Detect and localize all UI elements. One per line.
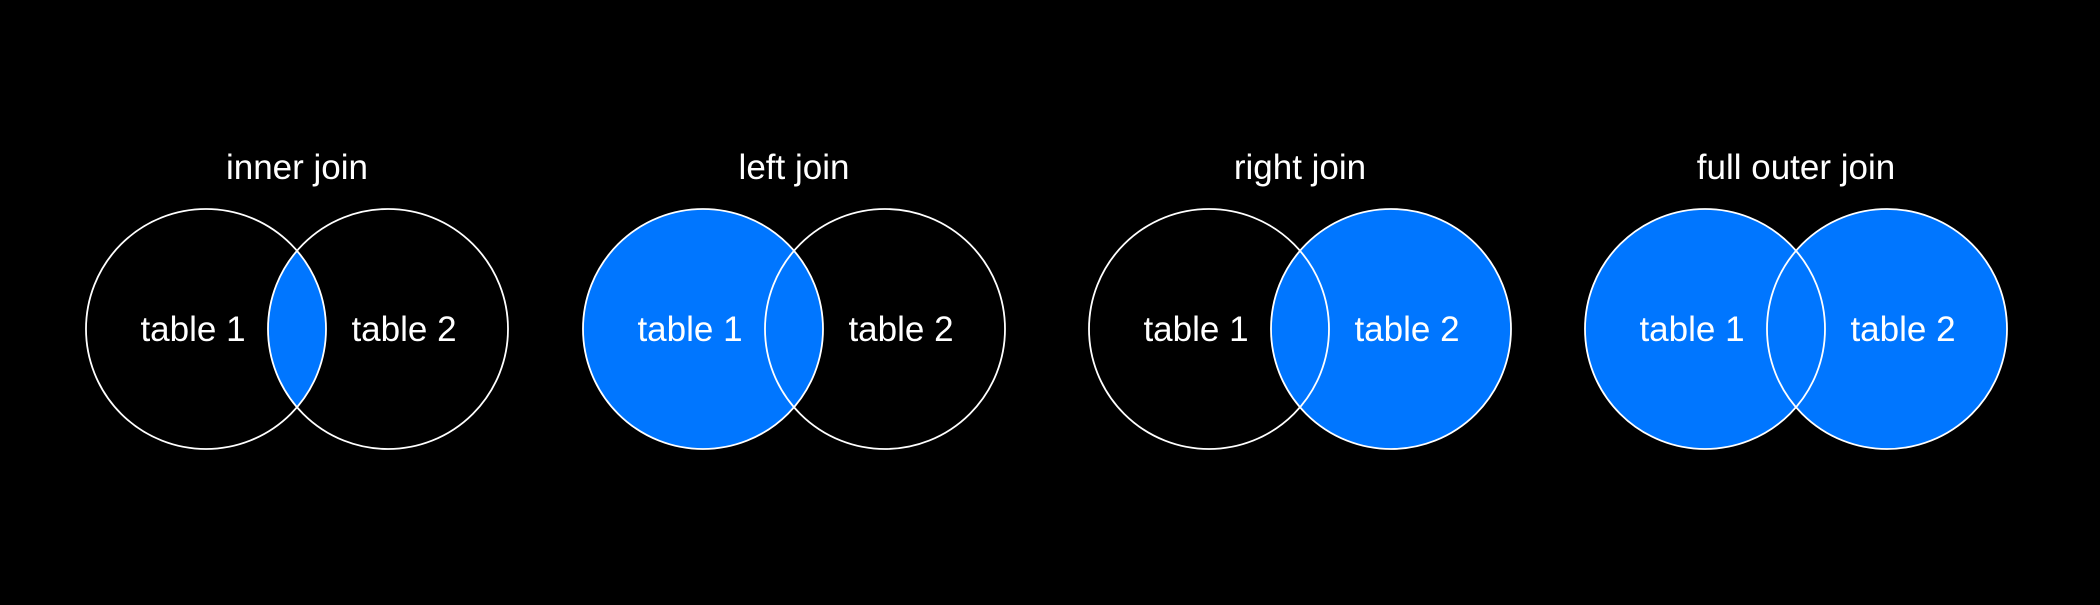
join-diagram-3: right join table 1 table 2 xyxy=(1088,148,1512,450)
left-circle-fill xyxy=(1585,209,1825,449)
right-table-label: table 2 xyxy=(1354,310,1459,349)
right-circle-outline xyxy=(764,208,1006,450)
left-table-label: table 1 xyxy=(1143,310,1248,349)
left-table-label: table 1 xyxy=(1639,310,1744,349)
join-title: inner join xyxy=(226,148,368,187)
join-title: left join xyxy=(739,148,850,187)
right-circle-fill xyxy=(1767,209,2007,449)
right-table-label: table 2 xyxy=(351,310,456,349)
right-table-label: table 2 xyxy=(848,310,953,349)
left-circle-outline xyxy=(582,208,824,450)
join-diagram-2: left join table 1 table 2 xyxy=(582,148,1006,450)
left-circle-outline xyxy=(1088,208,1330,450)
left-table-label: table 1 xyxy=(140,310,245,349)
left-circle-fill xyxy=(583,209,823,449)
left-circle-outline xyxy=(85,208,327,450)
join-title: right join xyxy=(1234,148,1366,187)
right-circle-outline xyxy=(1270,208,1512,450)
right-circle-fill xyxy=(1271,209,1511,449)
join-diagram-4: full outer join table 1 table 2 xyxy=(1584,148,2008,450)
join-diagram-1: inner join table 1 table 2 xyxy=(85,148,509,450)
left-circle-outline xyxy=(1584,208,1826,450)
right-circle-outline xyxy=(1766,208,2008,450)
join-title: full outer join xyxy=(1697,148,1895,187)
left-table-label: table 1 xyxy=(637,310,742,349)
right-table-label: table 2 xyxy=(1850,310,1955,349)
right-circle-outline xyxy=(267,208,509,450)
